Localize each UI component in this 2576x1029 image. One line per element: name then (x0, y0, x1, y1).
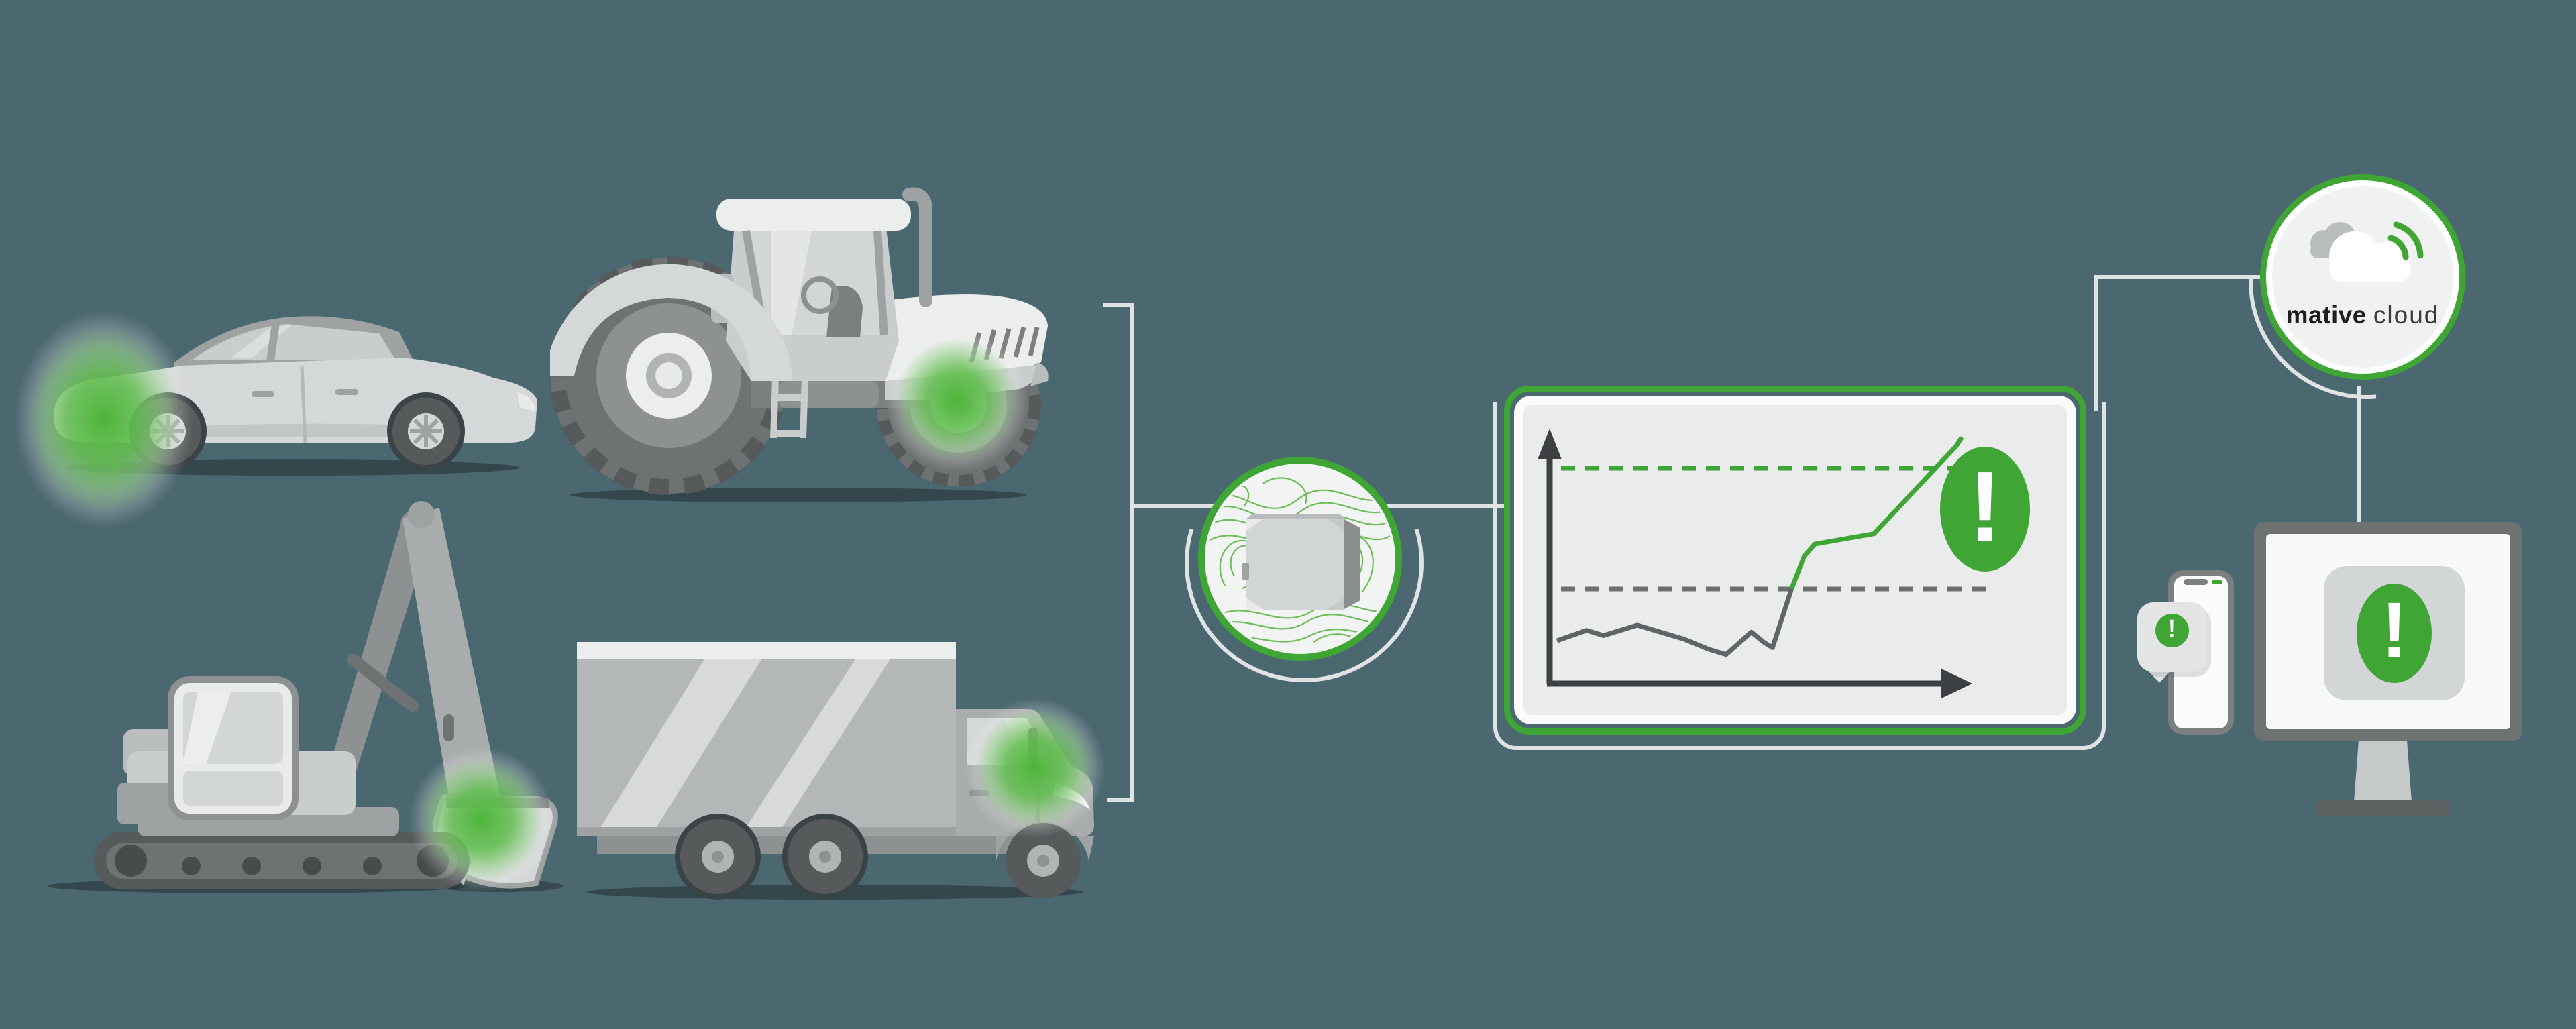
cloud-icon (2310, 221, 2424, 282)
connector-cloud-to-monitor (2357, 386, 2361, 525)
notification-bubble-icon: ! (2137, 602, 2207, 672)
tractor-exhaust (902, 187, 932, 307)
monitor-alert-badge: ! (2357, 584, 2432, 683)
wifi-arcs-icon (2387, 221, 2424, 260)
y-axis-arrow-icon (1538, 429, 1562, 459)
truck-cab (956, 709, 1094, 837)
excavator-icon (47, 501, 564, 893)
brand-name-bold: mative (2286, 301, 2367, 329)
car-door-handle (252, 391, 274, 397)
x-axis-arrow-icon (1941, 669, 1972, 698)
car-shadow (64, 459, 520, 476)
chart-offset-outline (1493, 402, 2106, 750)
tractor-icon (550, 187, 1049, 502)
car-door-handle-2 (335, 389, 358, 395)
threshold-chart (1524, 406, 2066, 714)
bubble-alert-exclamation: ! (2167, 614, 2177, 643)
car-b-pillar (266, 324, 280, 360)
brand-lockup: mative cloud (2286, 301, 2440, 329)
car-wheel-front (392, 398, 460, 465)
excavator-tracks (94, 832, 470, 889)
truck-icon (577, 642, 1094, 900)
connector-sensor-to-chart (1301, 504, 1509, 508)
phone-speaker-slot (2212, 580, 2222, 584)
chart-axes (1538, 429, 1972, 698)
monitor-stand-neck (2354, 741, 2412, 802)
truck-cargo-box (577, 642, 956, 836)
car-door-line (300, 365, 307, 443)
sensor-signal-alert (1789, 435, 1964, 590)
big-white-cloud-icon (2329, 231, 2411, 282)
tractor-rear-fender (550, 264, 793, 381)
bubble-alert-badge: ! (2155, 614, 2189, 647)
mative-cloud-badge: mative cloud (2260, 174, 2465, 380)
bracket-top-arm (1103, 303, 1134, 307)
bracket-vertical-line (1130, 303, 1134, 802)
monitor-alert-card: ! (2324, 566, 2465, 700)
monitor-alert-exclamation: ! (2381, 586, 2408, 675)
brand-name-light: cloud (2373, 301, 2440, 329)
car-headlight (517, 392, 535, 411)
sensor-module-circle (1198, 457, 1402, 661)
sensor-signal-normal (1556, 588, 1794, 657)
chart-alert-exclamation: ! (1968, 451, 2002, 562)
monitor-screen: ! (2266, 534, 2510, 729)
phone-notch (2184, 579, 2208, 585)
connector-chart-to-cloud (2094, 275, 2265, 411)
car-icon (54, 316, 537, 476)
excavator-cab (168, 676, 299, 820)
chart-alert-badge: ! (1940, 447, 2030, 572)
monitor-stand-base (2316, 800, 2450, 816)
tractor-shadow (570, 488, 1026, 502)
tractor-cab (716, 199, 911, 381)
monitor-icon: ! (2254, 522, 2522, 741)
sensor-box-icon (1242, 514, 1360, 610)
car-wheel-rear (134, 398, 201, 465)
